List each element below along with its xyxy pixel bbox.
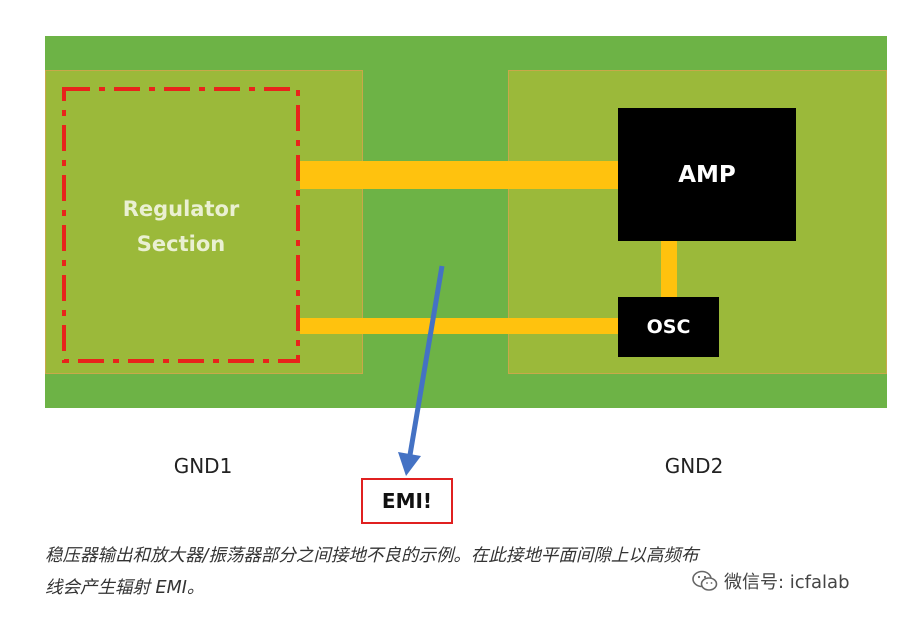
regulator-outline: [62, 87, 300, 363]
regulator-label: Regulator Section: [64, 192, 298, 262]
caption-line2: 线会产生辐射 EMI。: [45, 578, 205, 598]
emi-box: EMI!: [361, 478, 453, 524]
regulator-label-line1: Regulator: [122, 197, 240, 221]
caption-line1: 稳压器输出和放大器/振荡器部分之间接地不良的示例。在此接地平面间隙上以高频布: [45, 546, 699, 566]
amp-osc-trace: [661, 241, 677, 297]
watermark-text: 微信号: icfalab: [724, 572, 850, 593]
watermark: 微信号: icfalab: [692, 568, 850, 594]
gnd1-label: GND1: [173, 454, 233, 478]
caption: 稳压器输出和放大器/振荡器部分之间接地不良的示例。在此接地平面间隙上以高频布 线…: [45, 540, 890, 604]
emi-label: EMI!: [381, 489, 433, 513]
emi-arrow-head: [398, 452, 421, 476]
amp-trace: [300, 161, 618, 189]
regulator-label-line2: Section: [136, 232, 226, 256]
wechat-icon: [692, 570, 718, 591]
amp-label: AMP: [678, 161, 736, 188]
osc-label: OSC: [646, 316, 691, 338]
emi-arrow-shaft: [407, 265, 445, 456]
gnd2-label: GND2: [664, 454, 724, 478]
osc-chip: OSC: [618, 297, 719, 357]
osc-trace: [300, 318, 618, 334]
amp-chip: AMP: [618, 108, 796, 241]
